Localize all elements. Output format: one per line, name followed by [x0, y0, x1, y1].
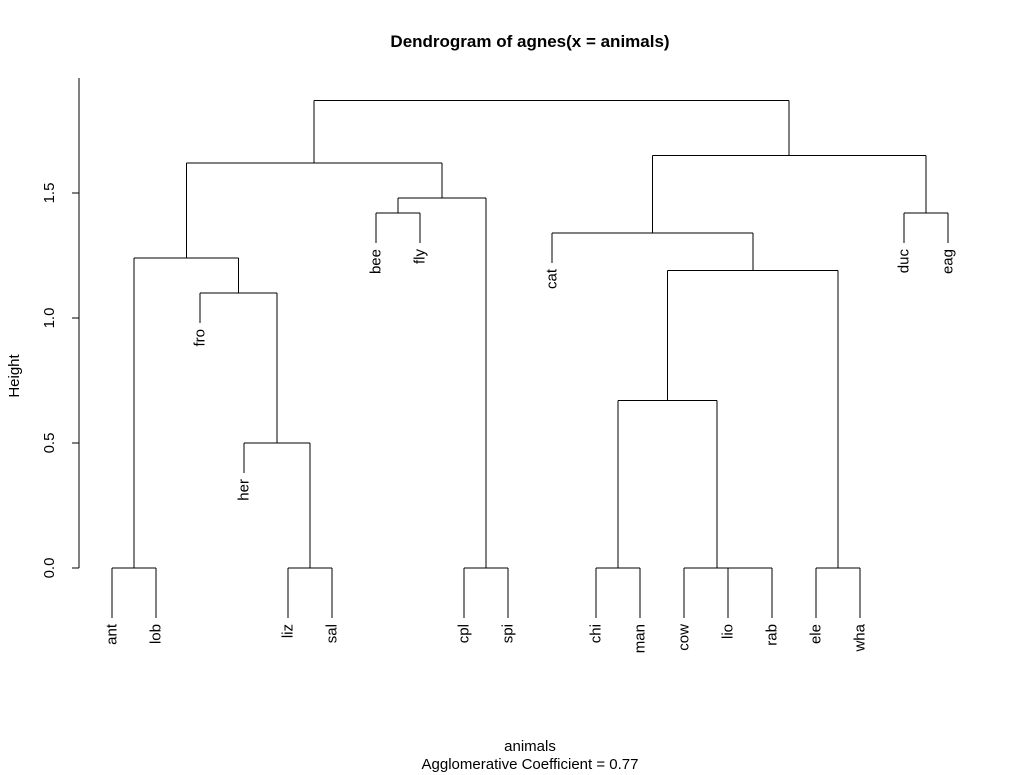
- leaf-label-chi: chi: [588, 624, 605, 643]
- leaf-label-fro: fro: [192, 329, 209, 347]
- leaf-label-lio: lio: [720, 624, 737, 639]
- y-tick-label: 1.5: [41, 183, 58, 204]
- leaf-label-liz: liz: [280, 624, 297, 638]
- leaf-label-rab: rab: [764, 624, 781, 646]
- leaf-label-cow: cow: [676, 624, 693, 651]
- leaf-labels: ant lob fro her liz sal bee fly cpl spi cat chi man c…: [104, 249, 957, 654]
- leaf-label-eag: eag: [940, 249, 957, 274]
- agglomerative-coefficient-label: Agglomerative Coefficient = 0.77: [422, 756, 639, 773]
- y-tick-label: 0.5: [41, 433, 58, 454]
- dendrogram-tree: [111, 100, 949, 618]
- leaf-label-sal: sal: [324, 624, 341, 643]
- x-axis-label: animals: [504, 738, 556, 755]
- y-tick-label: 1.0: [41, 308, 58, 329]
- leaf-label-lob: lob: [148, 624, 165, 644]
- leaf-label-spi: spi: [500, 624, 517, 643]
- y-tick-label: 0.0: [41, 558, 58, 579]
- leaf-label-bee: bee: [368, 249, 385, 274]
- leaf-label-ele: ele: [808, 624, 825, 644]
- y-axis: 0.0 0.5 1.0 1.5: [41, 78, 80, 579]
- chart-title: Dendrogram of agnes(x = animals): [390, 32, 669, 51]
- leaf-label-cat: cat: [544, 268, 561, 289]
- leaf-label-duc: duc: [896, 249, 913, 274]
- leaf-label-her: her: [236, 479, 253, 501]
- y-axis-label: Height: [6, 353, 23, 397]
- leaf-label-fly: fly: [412, 249, 429, 265]
- leaf-label-ant: ant: [104, 623, 121, 645]
- leaf-label-cpl: cpl: [456, 624, 473, 643]
- leaf-label-man: man: [632, 624, 649, 653]
- leaf-label-wha: wha: [852, 623, 869, 652]
